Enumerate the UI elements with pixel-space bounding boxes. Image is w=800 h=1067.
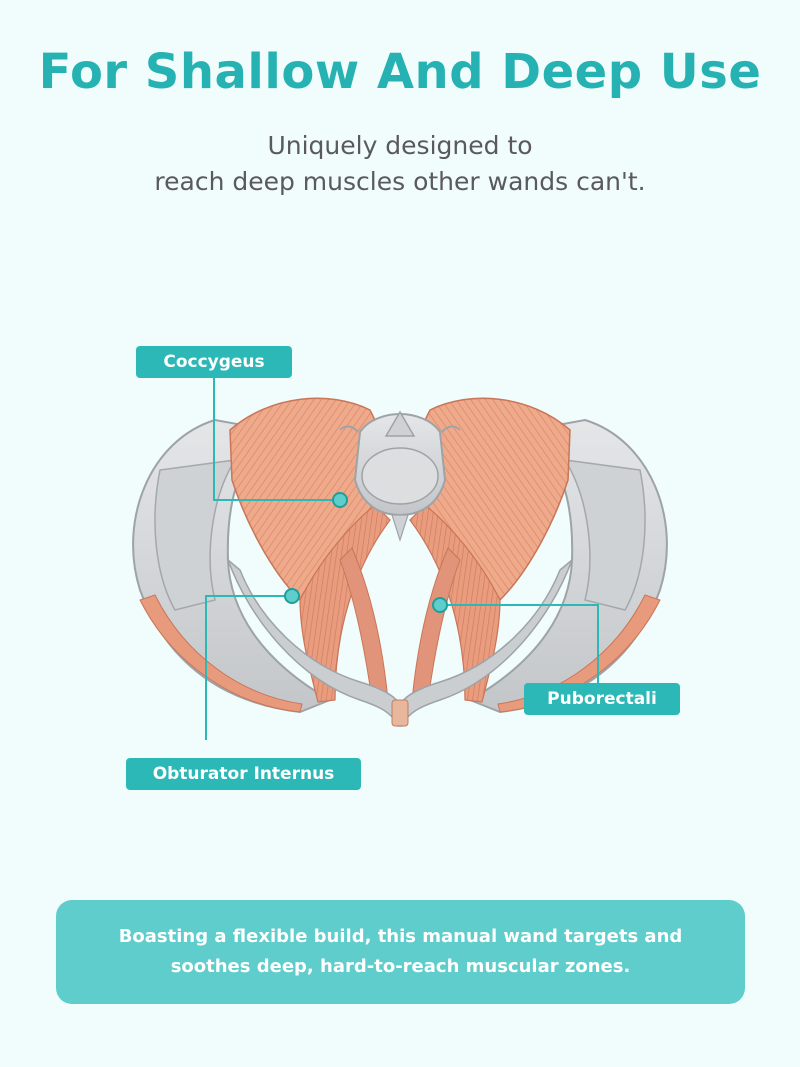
marker-obturator xyxy=(284,588,300,604)
marker-puborectali xyxy=(432,597,448,613)
subtitle-line-2: reach deep muscles other wands can't. xyxy=(154,167,646,196)
page-title: For Shallow And Deep Use xyxy=(38,44,762,100)
pelvic-floor-illustration xyxy=(132,378,668,740)
leader-line-coccygeus xyxy=(213,378,340,501)
label-obturator-internus: Obturator Internus xyxy=(126,758,361,790)
leader-line-puborectali xyxy=(440,604,599,683)
banner-text: Boasting a flexible build, this manual w… xyxy=(118,926,683,977)
label-coccygeus: Coccygeus xyxy=(136,346,292,378)
leader-line-obturator xyxy=(205,595,292,740)
info-banner: Boasting a flexible build, this manual w… xyxy=(56,900,745,1004)
marker-coccygeus xyxy=(332,492,348,508)
pubic-arch xyxy=(226,557,574,727)
label-puborectali: Puborectali xyxy=(524,683,680,715)
page-subtitle: Uniquely designed to reach deep muscles … xyxy=(0,128,800,200)
subtitle-line-1: Uniquely designed to xyxy=(267,131,533,160)
